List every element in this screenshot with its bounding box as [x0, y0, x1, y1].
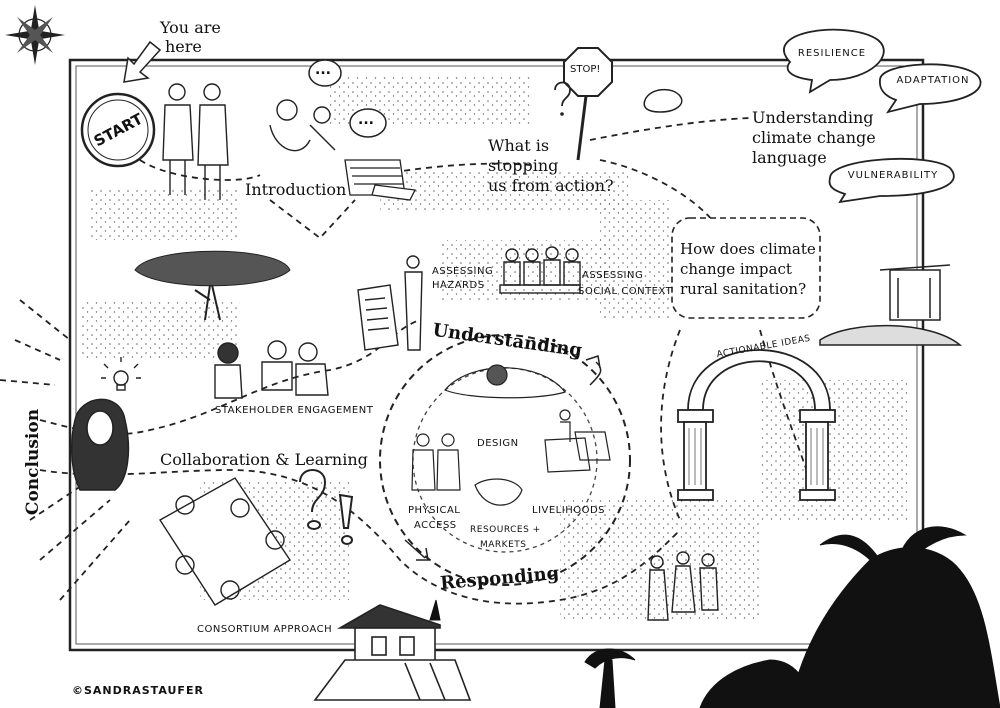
presenter-icon	[358, 256, 422, 350]
assessing-hazards-line1: Assessing	[432, 266, 493, 277]
language-line1: Understanding	[752, 108, 874, 127]
question-stopping-line2: stopping	[488, 156, 558, 175]
you-are-here-arrow-icon	[124, 42, 160, 82]
cycle-physical-line1: Physical	[408, 505, 460, 516]
cycle-design: Design	[477, 438, 519, 449]
introduction-label: Introduction	[245, 180, 346, 199]
credit-label: ©SANDRASTAUFER	[72, 684, 204, 697]
woman-portrait-icon	[72, 399, 129, 490]
assessing-social-line2: Social context	[578, 286, 672, 297]
cycle-resources-line2: Markets	[480, 540, 526, 550]
question-stopping-line1: What is	[488, 136, 549, 155]
resilience-label: Resilience	[792, 48, 872, 59]
adaptation-bubble	[880, 64, 981, 112]
cycle-illustrations	[412, 365, 610, 505]
cycle-physical-line2: Access	[414, 520, 457, 531]
compass-rose-icon	[5, 5, 65, 65]
rock-icon	[644, 90, 682, 112]
lightbulb-icon	[101, 357, 141, 390]
latrine-hut-icon	[820, 265, 960, 345]
adaptation-label: Adaptation	[888, 75, 978, 86]
conclusion-label: Conclusion	[23, 409, 43, 515]
you-are-here-line2: here	[165, 37, 202, 56]
question-impact-line3: rural sanitation?	[680, 280, 806, 298]
you-are-here-line1: You are	[160, 18, 221, 37]
question-impact-line1: How does climate	[680, 240, 816, 258]
resilience-bubble	[784, 30, 884, 92]
ellipsis-bubble-2: ...	[358, 112, 374, 128]
question-stopping-line3: us from action?	[488, 176, 614, 195]
ellipsis-bubble-1: ...	[315, 62, 331, 78]
language-line2: climate change	[752, 128, 876, 147]
actionable-ideas-arch-icon	[678, 350, 835, 500]
consortium-label: Consortium approach	[197, 624, 332, 635]
collaboration-label: Collaboration & Learning	[160, 450, 368, 469]
assessing-social-line1: Assessing	[582, 270, 643, 281]
assessing-hazards-line2: Hazards	[432, 280, 485, 291]
vulnerability-label: Vulnerability	[838, 170, 948, 181]
question-impact-line2: change impact	[680, 260, 792, 278]
cycle-resources-line1: Resources +	[470, 525, 541, 535]
cycle-livelihoods: Livelihoods	[532, 505, 605, 516]
meeting-people-icon	[215, 341, 328, 398]
stakeholder-label: Stakeholder engagement	[215, 405, 373, 416]
language-line3: language	[752, 148, 827, 167]
house-icon	[315, 605, 470, 700]
stop-sign-label: STOP!	[570, 64, 600, 75]
